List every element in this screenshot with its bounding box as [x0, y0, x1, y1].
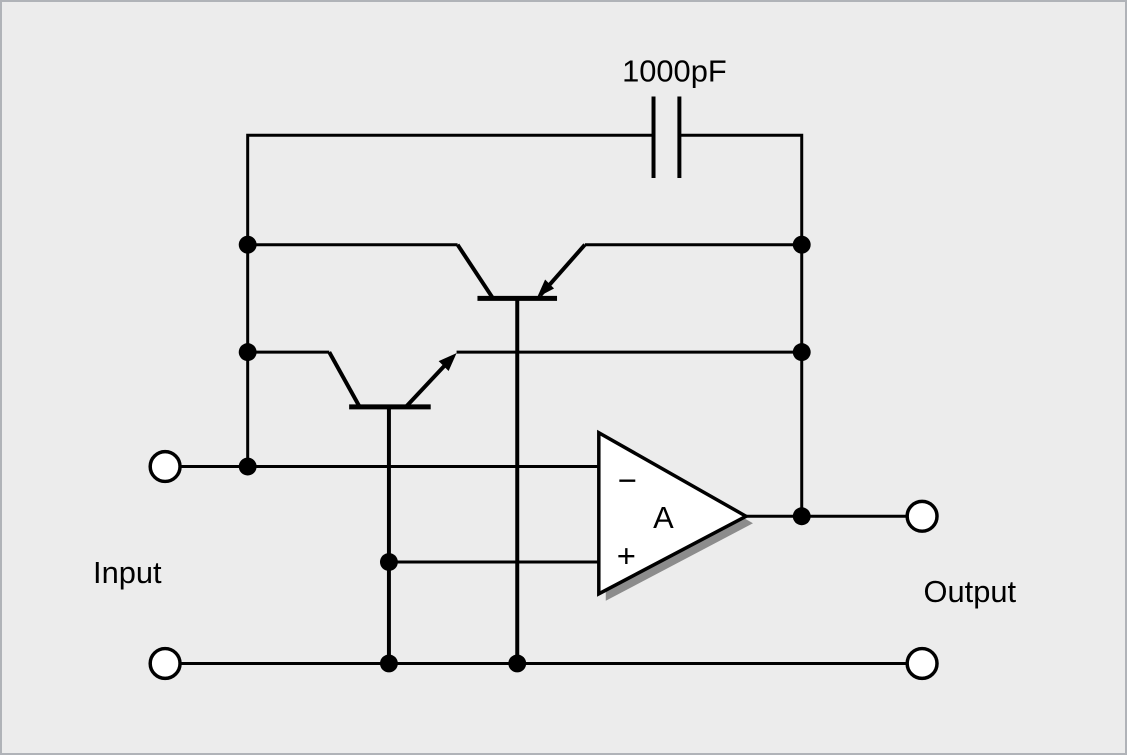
opamp-noninverting-label: +	[617, 537, 636, 574]
junction-dot	[379, 654, 398, 673]
input-terminal-bottom	[148, 646, 182, 681]
junction-dot	[792, 235, 811, 254]
junction-dot	[379, 553, 398, 571]
junction-dot	[792, 343, 811, 362]
wire-left-vertical-to-cap	[246, 133, 654, 467]
output-terminal-bottom	[905, 646, 939, 681]
transistor-upper-collector-lead	[455, 243, 495, 299]
output-label: Output	[924, 574, 1017, 609]
transistor-upper	[247, 243, 802, 664]
transistor-lower	[247, 350, 802, 664]
opamp: − A +	[597, 429, 753, 601]
junction-dot	[238, 235, 257, 254]
output-terminal-top	[905, 499, 939, 533]
transistor-lower-collector-lead	[327, 351, 361, 407]
junction-dot	[508, 654, 527, 673]
transistor-lower-emitter-arrow-icon	[438, 353, 457, 372]
junction-dot	[238, 343, 257, 362]
transistor-upper-emitter-arrow-icon	[537, 279, 555, 298]
capacitor-label: 1000pF	[622, 54, 727, 89]
opamp-inverting-label: −	[618, 461, 637, 498]
input-label: Input	[93, 555, 162, 590]
wire-cap-to-right-vertical	[679, 133, 804, 517]
junction-dot	[792, 507, 811, 526]
opamp-body	[597, 429, 750, 597]
input-terminal-top	[148, 449, 182, 484]
junction-dot	[238, 457, 257, 476]
opamp-gain-label: A	[653, 500, 674, 535]
